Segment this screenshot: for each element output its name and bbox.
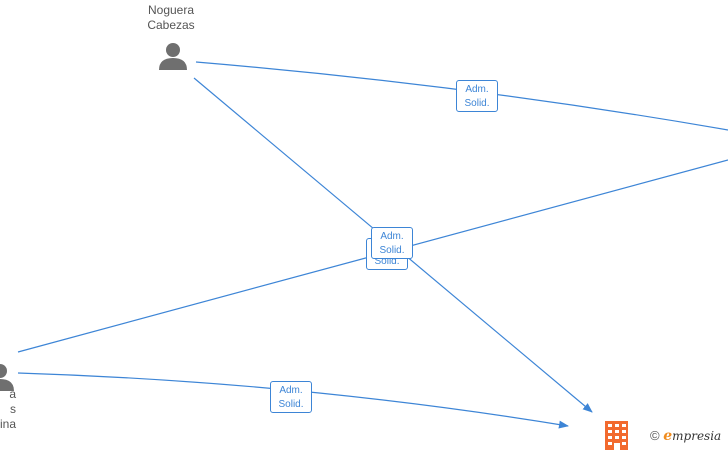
building-icon[interactable] — [605, 421, 628, 450]
person-icon[interactable] — [0, 364, 14, 391]
edge-label-adm-solid[interactable]: Adm. Solid. — [371, 227, 413, 259]
edge-label-adm-solid[interactable]: Adm. Solid. — [270, 381, 312, 413]
person-icon[interactable] — [159, 43, 187, 70]
empresia-watermark: © empresia — [650, 428, 721, 444]
empresia-logo: empresia — [663, 428, 722, 444]
edge-label-adm-solid[interactable]: Adm. Solid. — [456, 80, 498, 112]
copyright-symbol: © — [650, 428, 660, 443]
person-top-name: Noguera Cabezas — [147, 3, 195, 32]
person-left-name: a s ina — [0, 387, 16, 431]
